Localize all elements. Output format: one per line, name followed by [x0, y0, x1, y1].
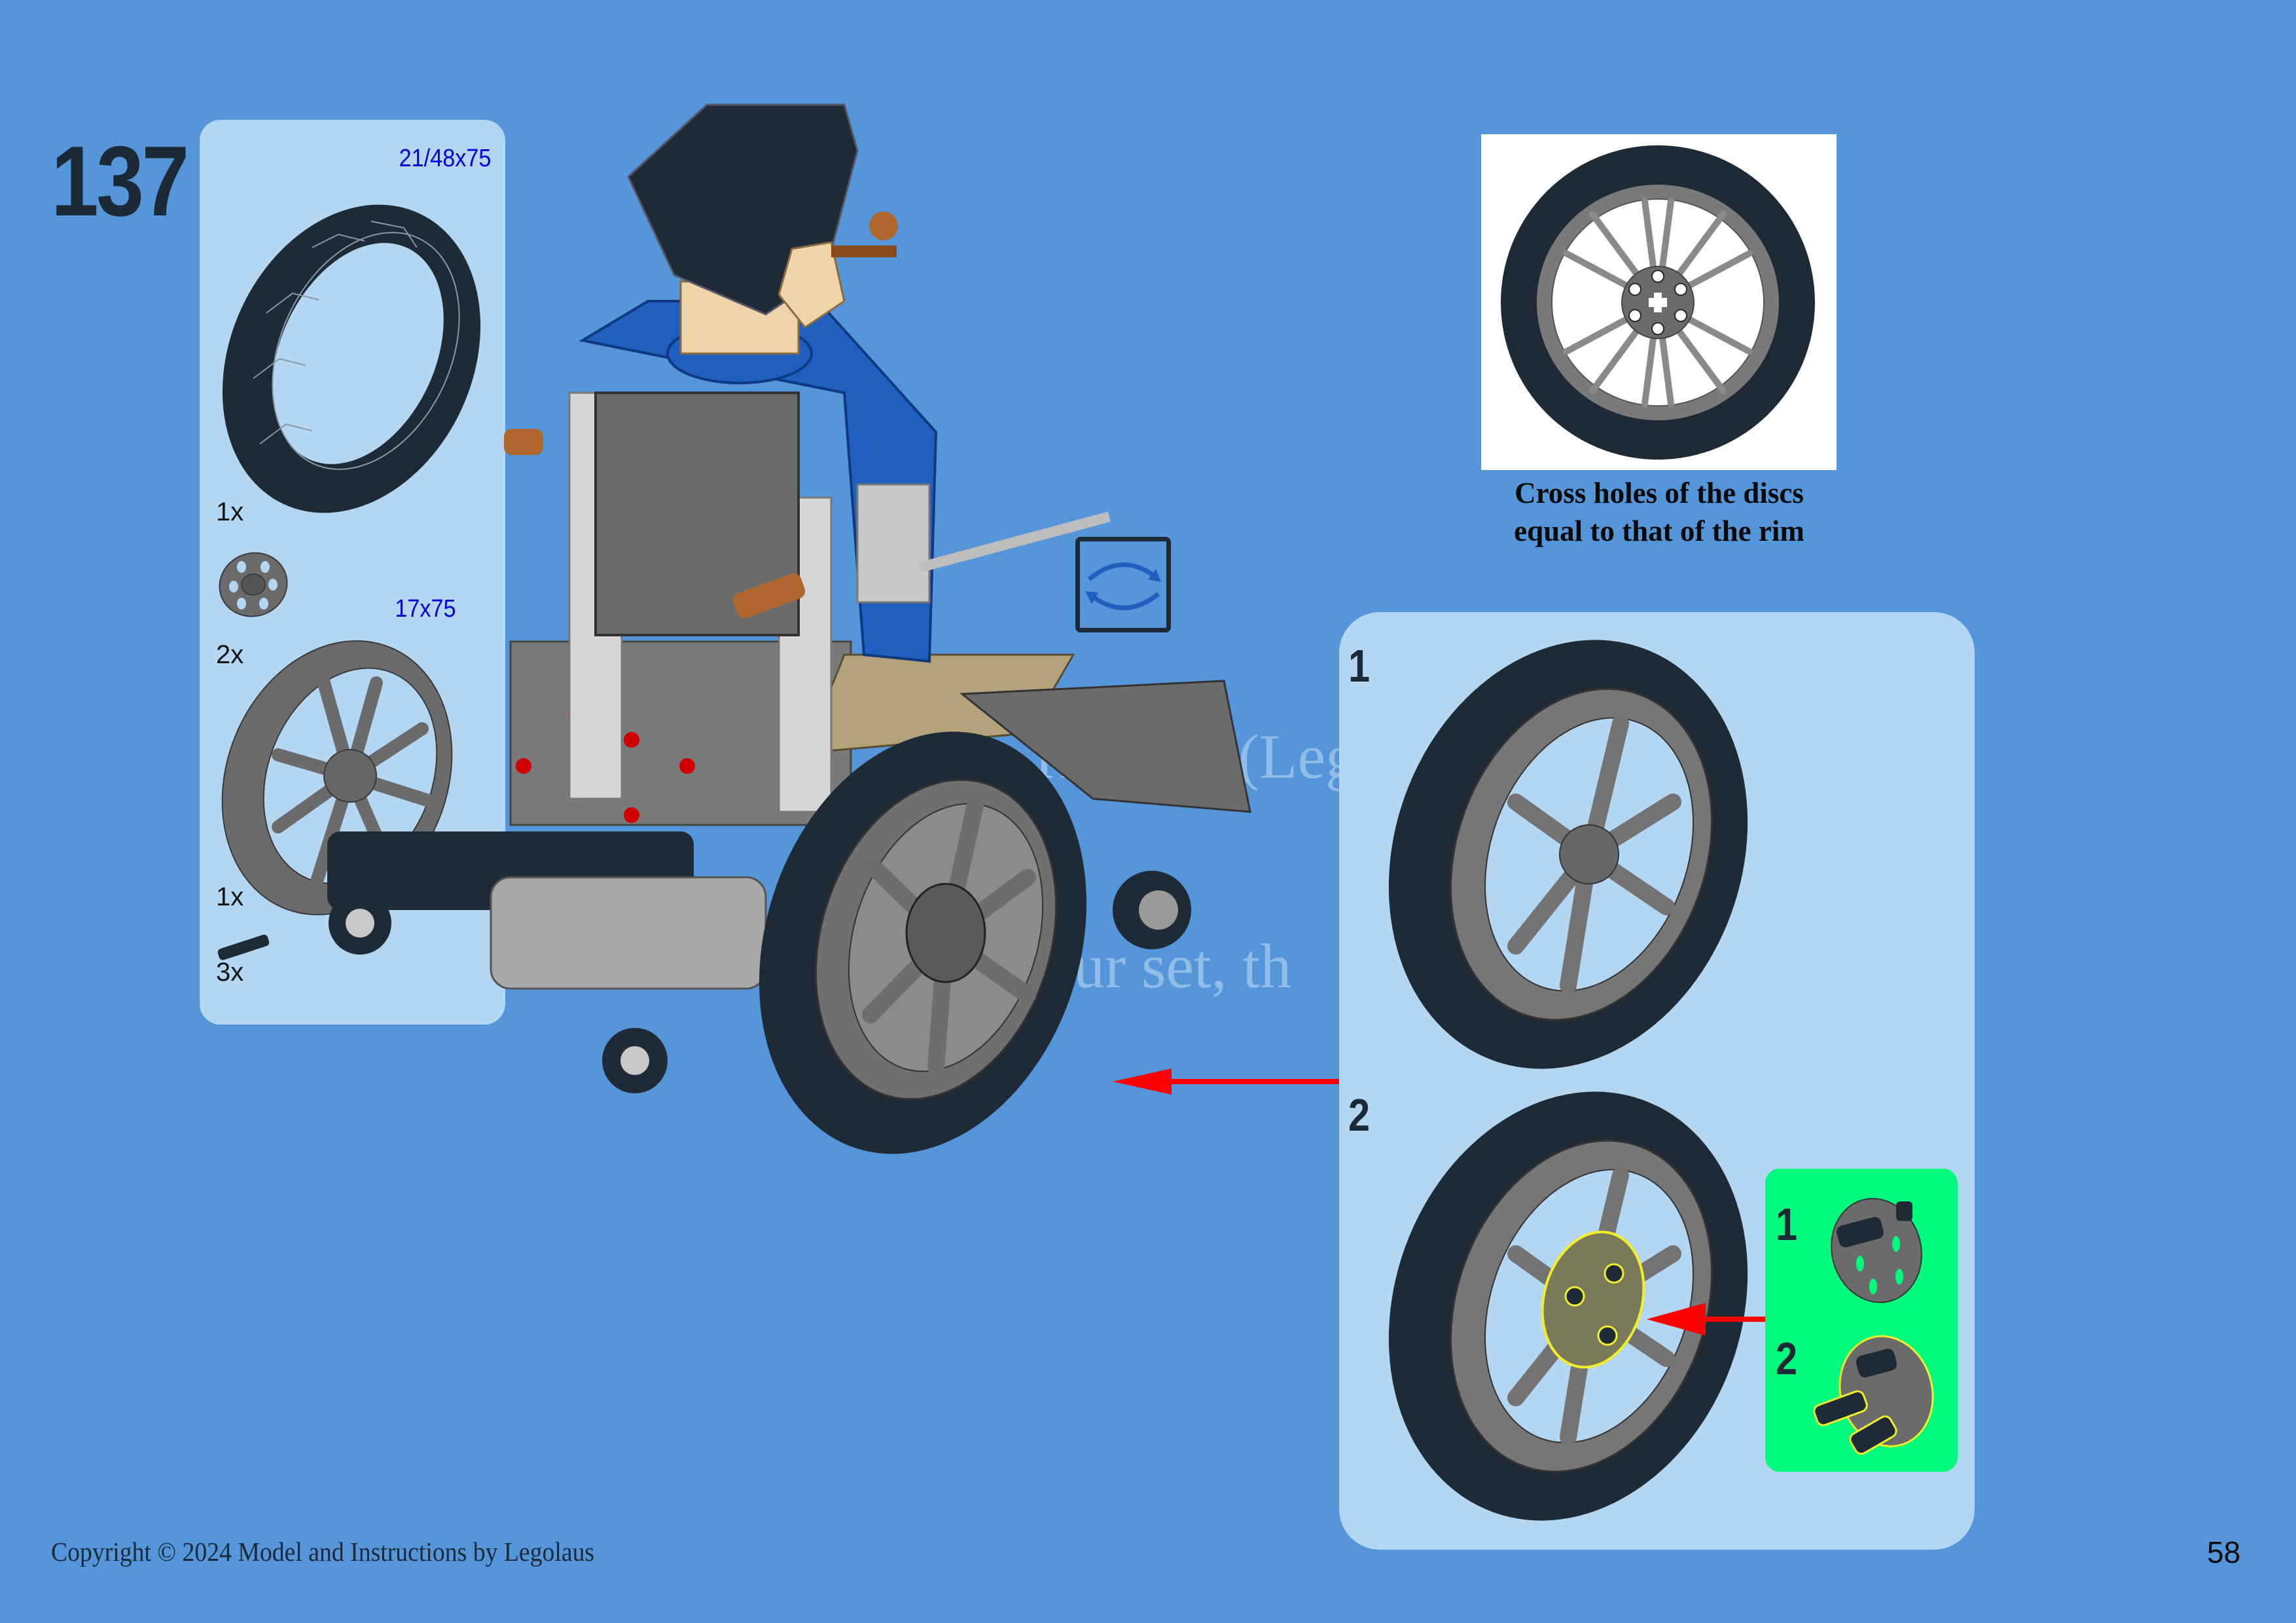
- reference-caption-line-1: Cross holes of the discs: [1515, 477, 1804, 509]
- part-dimension-rim: 17x75: [395, 595, 456, 623]
- substep-2-wheel-icon: [1388, 1091, 1748, 1521]
- reference-wheel-image: [1481, 134, 1837, 470]
- substep-2-arrow-icon: [1647, 1303, 1768, 1336]
- parts-list-panel: 21/48x75 1x 2x 17x75 1x 3x: [200, 120, 505, 1025]
- inset-2-disc-with-pins-icon: [1813, 1335, 1934, 1455]
- step-number: 137: [51, 126, 189, 237]
- page-number: 58: [2207, 1535, 2241, 1569]
- insert-arrow-icon: [1113, 1068, 1342, 1095]
- part-quantity-wedge-belt-wheel: 2x: [216, 640, 244, 669]
- part-dimension-tire: 21/48x75: [399, 145, 491, 172]
- inset-step-number-1: 1: [1776, 1199, 1798, 1250]
- inset-1-disc-icon: [1831, 1197, 1922, 1304]
- wedge-belt-wheel-part-icon: [219, 552, 288, 617]
- part-quantity-rim: 1x: [216, 883, 244, 911]
- rotate-model-icon: [1075, 537, 1171, 632]
- model-illustration: [327, 103, 1251, 1154]
- copyright-notice: Copyright © 2024 Model and Instructions …: [51, 1537, 595, 1567]
- part-quantity-pin: 3x: [216, 958, 244, 987]
- tire-part-icon: [222, 204, 481, 513]
- substep-number-2: 2: [1348, 1089, 1371, 1140]
- inset-step-number-2: 2: [1776, 1333, 1798, 1384]
- substep-1-wheel-icon: [1388, 640, 1748, 1069]
- watermark-line-2: ur set, th: [1073, 931, 1292, 1001]
- pin-part-icon: [217, 934, 270, 960]
- substep-number-1: 1: [1348, 640, 1371, 691]
- subassembly-inset: 1 2: [1765, 1169, 1958, 1472]
- reference-caption-line-2: equal to that of the rim: [1514, 515, 1804, 547]
- part-quantity-tire: 1x: [216, 498, 244, 526]
